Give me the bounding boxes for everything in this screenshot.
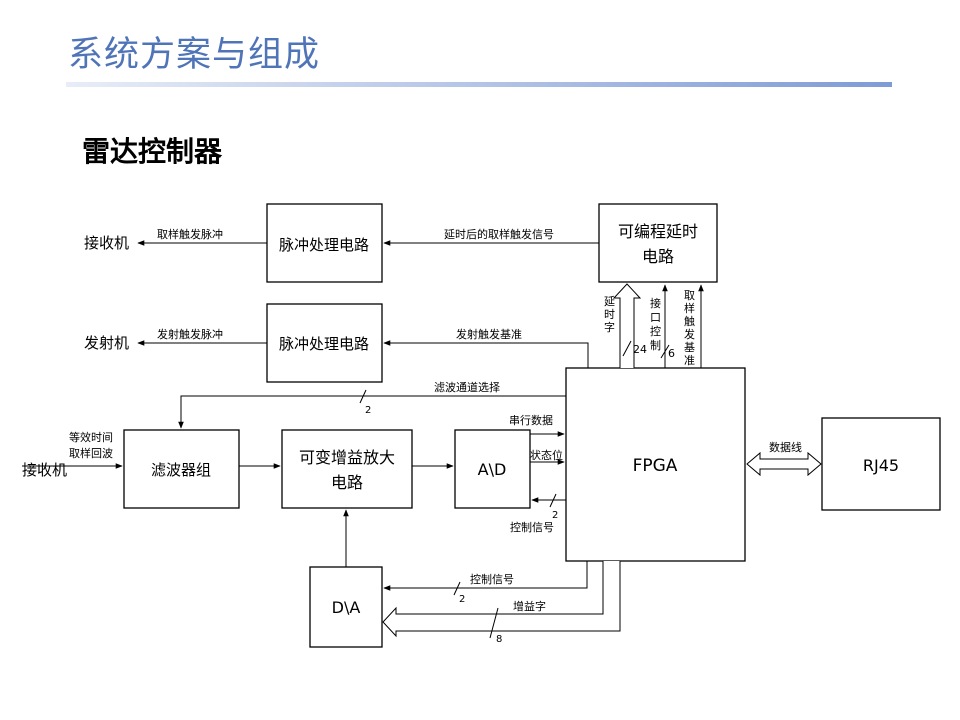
status-bit-label: 状态位 <box>530 448 563 462</box>
sample-ref-char-5: 基 <box>684 341 695 354</box>
sample-ref-char-3: 触 <box>684 314 695 328</box>
receiver-endpoint-top: 接收机 <box>84 234 129 252</box>
filter-select-arrow <box>178 395 566 429</box>
sample-trigger-label: 取样触发脉冲 <box>157 227 223 241</box>
da-control-width: 2 <box>459 594 465 605</box>
filter-select-bus-tick <box>359 389 367 404</box>
filter-select-label: 滤波通道选择 <box>434 380 500 394</box>
programmable-delay-block: 可编程延时 电路 <box>598 203 718 283</box>
vga-label-line1: 可变增益放大 <box>299 448 395 467</box>
section-title: 雷达控制器 <box>82 135 223 168</box>
interface-ctrl-width: 6 <box>668 347 675 360</box>
sample-ref-char-1: 取 <box>684 289 695 302</box>
page-title: 系统方案与组成 <box>68 35 321 75</box>
delay-word-arrow <box>612 283 642 368</box>
transmit-trigger-label: 发射触发脉冲 <box>157 327 223 341</box>
rj45-label: RJ45 <box>863 456 899 475</box>
gain-word-bus-tick <box>489 607 499 639</box>
delay-word-bus-tick <box>622 340 632 357</box>
delay-word-char-1: 延 <box>604 295 615 308</box>
pulse-circuit-1-block: 脉冲处理电路 <box>266 203 383 283</box>
fpga-block: FPGA <box>565 367 746 562</box>
pulse-circuit-2-label: 脉冲处理电路 <box>279 335 369 353</box>
delay-word-width: 24 <box>633 343 647 356</box>
gain-word-arrow <box>382 561 621 638</box>
sample-ref-char-4: 发 <box>684 327 695 341</box>
filter-select-width: 2 <box>365 405 371 416</box>
interface-ctrl-char-4: 制 <box>650 339 661 352</box>
sample-ref-char-2: 样 <box>684 301 695 315</box>
interface-ctrl-char-2: 口 <box>650 311 661 324</box>
rj45-block: RJ45 <box>821 417 941 511</box>
transmitter-endpoint: 发射机 <box>84 334 129 352</box>
vga-block: 可变增益放大 电路 <box>281 429 413 509</box>
equiv-time-label-line2: 取样回波 <box>69 446 113 460</box>
interface-ctrl-char-3: 控 <box>650 324 661 338</box>
data-line-arrow <box>746 451 822 477</box>
da-control-arrow <box>383 561 588 591</box>
ad-converter-block: A\D <box>454 429 531 509</box>
transmit-ref-label: 发射触发基准 <box>456 327 522 341</box>
vga-label-line2: 电路 <box>331 473 363 492</box>
serial-data-label: 串行数据 <box>509 413 553 427</box>
fpga-label: FPGA <box>633 456 678 476</box>
da-converter-block: D\A <box>309 566 383 648</box>
programmable-delay-label-line2: 电路 <box>642 247 674 266</box>
data-line-label: 数据线 <box>769 440 802 454</box>
delay-word-char-2: 时 <box>604 308 615 321</box>
gain-word-width: 8 <box>496 634 502 645</box>
programmable-delay-label-line1: 可编程延时 <box>618 222 698 241</box>
title-underline <box>66 82 892 87</box>
da-control-bus-tick <box>453 581 461 596</box>
ad-control-width: 2 <box>552 510 558 521</box>
da-control-label: 控制信号 <box>470 572 514 586</box>
interface-ctrl-char-1: 接 <box>650 297 661 310</box>
delay-word-char-3: 字 <box>604 320 615 334</box>
delayed-trigger-label: 延时后的取样触发信号 <box>444 227 554 241</box>
filter-bank-block: 滤波器组 <box>123 429 240 509</box>
equiv-time-label-line1: 等效时间 <box>69 430 113 444</box>
ad-converter-label: A\D <box>478 460 507 479</box>
ad-control-bus-tick <box>549 493 557 508</box>
pulse-circuit-2-block: 脉冲处理电路 <box>266 303 383 383</box>
ad-control-label: 控制信号 <box>510 520 554 534</box>
sample-ref-char-6: 准 <box>684 354 695 367</box>
interface-ctrl-bus-tick <box>660 344 670 359</box>
da-converter-label: D\A <box>332 598 361 617</box>
gain-word-label: 增益字 <box>513 599 546 613</box>
transmit-ref-arrow <box>383 340 589 368</box>
receiver-endpoint-input: 接收机 <box>22 461 67 479</box>
pulse-circuit-1-label: 脉冲处理电路 <box>279 236 369 254</box>
filter-bank-label: 滤波器组 <box>151 461 211 479</box>
